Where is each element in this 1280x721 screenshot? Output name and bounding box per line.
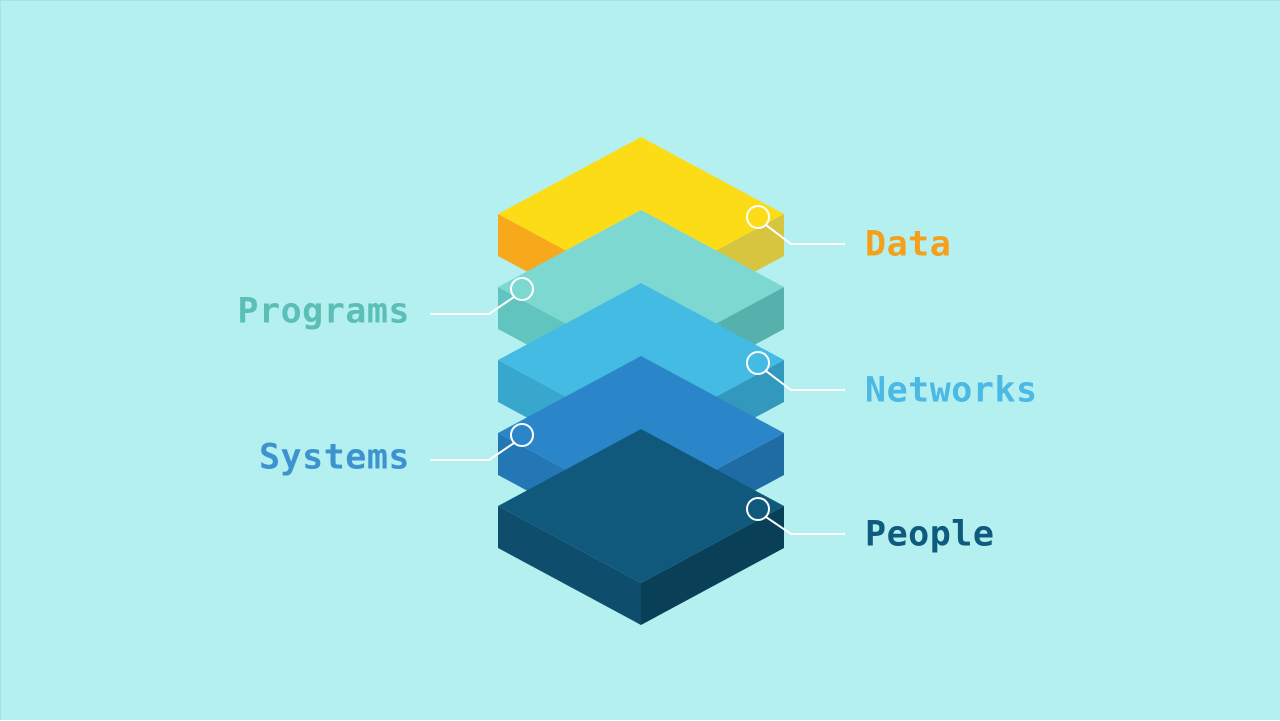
leader-people <box>746 497 845 535</box>
layer-label-systems: Systems <box>258 437 410 478</box>
layer-slabs <box>498 137 784 625</box>
leader-path-people <box>765 516 845 535</box>
leader-node-circle-programs[interactable] <box>510 277 534 301</box>
slab-right-face-people <box>641 506 784 625</box>
leader-programs <box>430 277 534 315</box>
leader-path-data <box>765 224 845 245</box>
leader-node-circle-systems[interactable] <box>510 423 534 447</box>
leader-path-systems <box>430 442 515 461</box>
layer-label-data: Data <box>865 224 952 265</box>
layer-slab-people[interactable] <box>498 429 784 625</box>
layer-label-people: People <box>865 514 995 555</box>
leader-node-circle-people[interactable] <box>746 497 770 521</box>
leader-systems <box>430 423 534 461</box>
leader-networks <box>746 351 845 391</box>
leader-path-networks <box>765 370 845 391</box>
leader-path-programs <box>430 296 515 315</box>
layer-label-programs: Programs <box>237 291 410 332</box>
layer-label-networks: Networks <box>865 370 1038 411</box>
slab-left-face-people <box>498 506 641 625</box>
leader-node-circle-networks[interactable] <box>746 351 770 375</box>
leader-data <box>746 205 845 245</box>
slab-top-face-people <box>498 429 784 583</box>
leader-node-circle-data[interactable] <box>746 205 770 229</box>
leader-lines <box>430 205 845 535</box>
